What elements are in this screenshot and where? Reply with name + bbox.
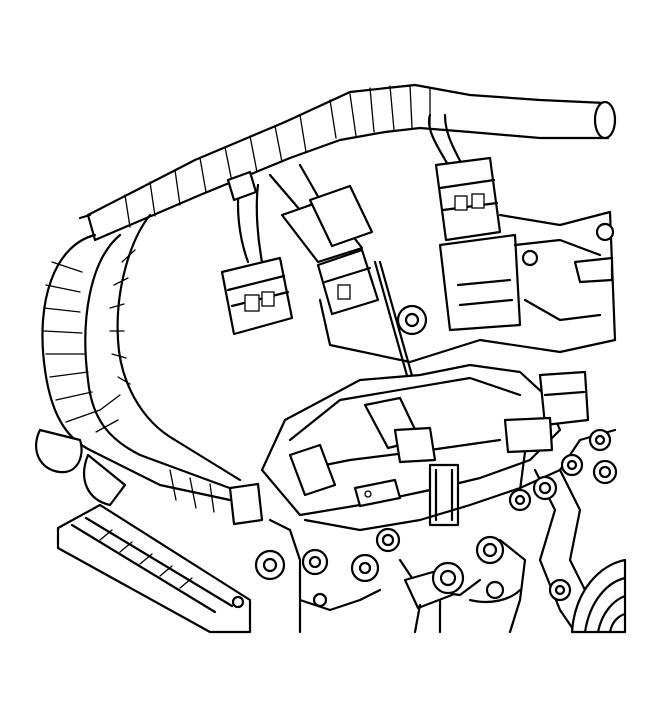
wiring-harness (78, 83, 617, 242)
electrical-connector-right (427, 113, 502, 242)
electrical-connector-left (220, 170, 294, 336)
sensor (373, 233, 522, 477)
engine-cover (260, 363, 562, 527)
electrical-connector-center (268, 163, 380, 316)
harness-loop-left (35, 213, 264, 526)
engine-upper-body (318, 210, 617, 364)
pulley (570, 558, 627, 634)
cover-panel-bottom-left (56, 503, 252, 634)
bolts (254, 428, 618, 608)
engine-side-connectors (503, 370, 590, 492)
